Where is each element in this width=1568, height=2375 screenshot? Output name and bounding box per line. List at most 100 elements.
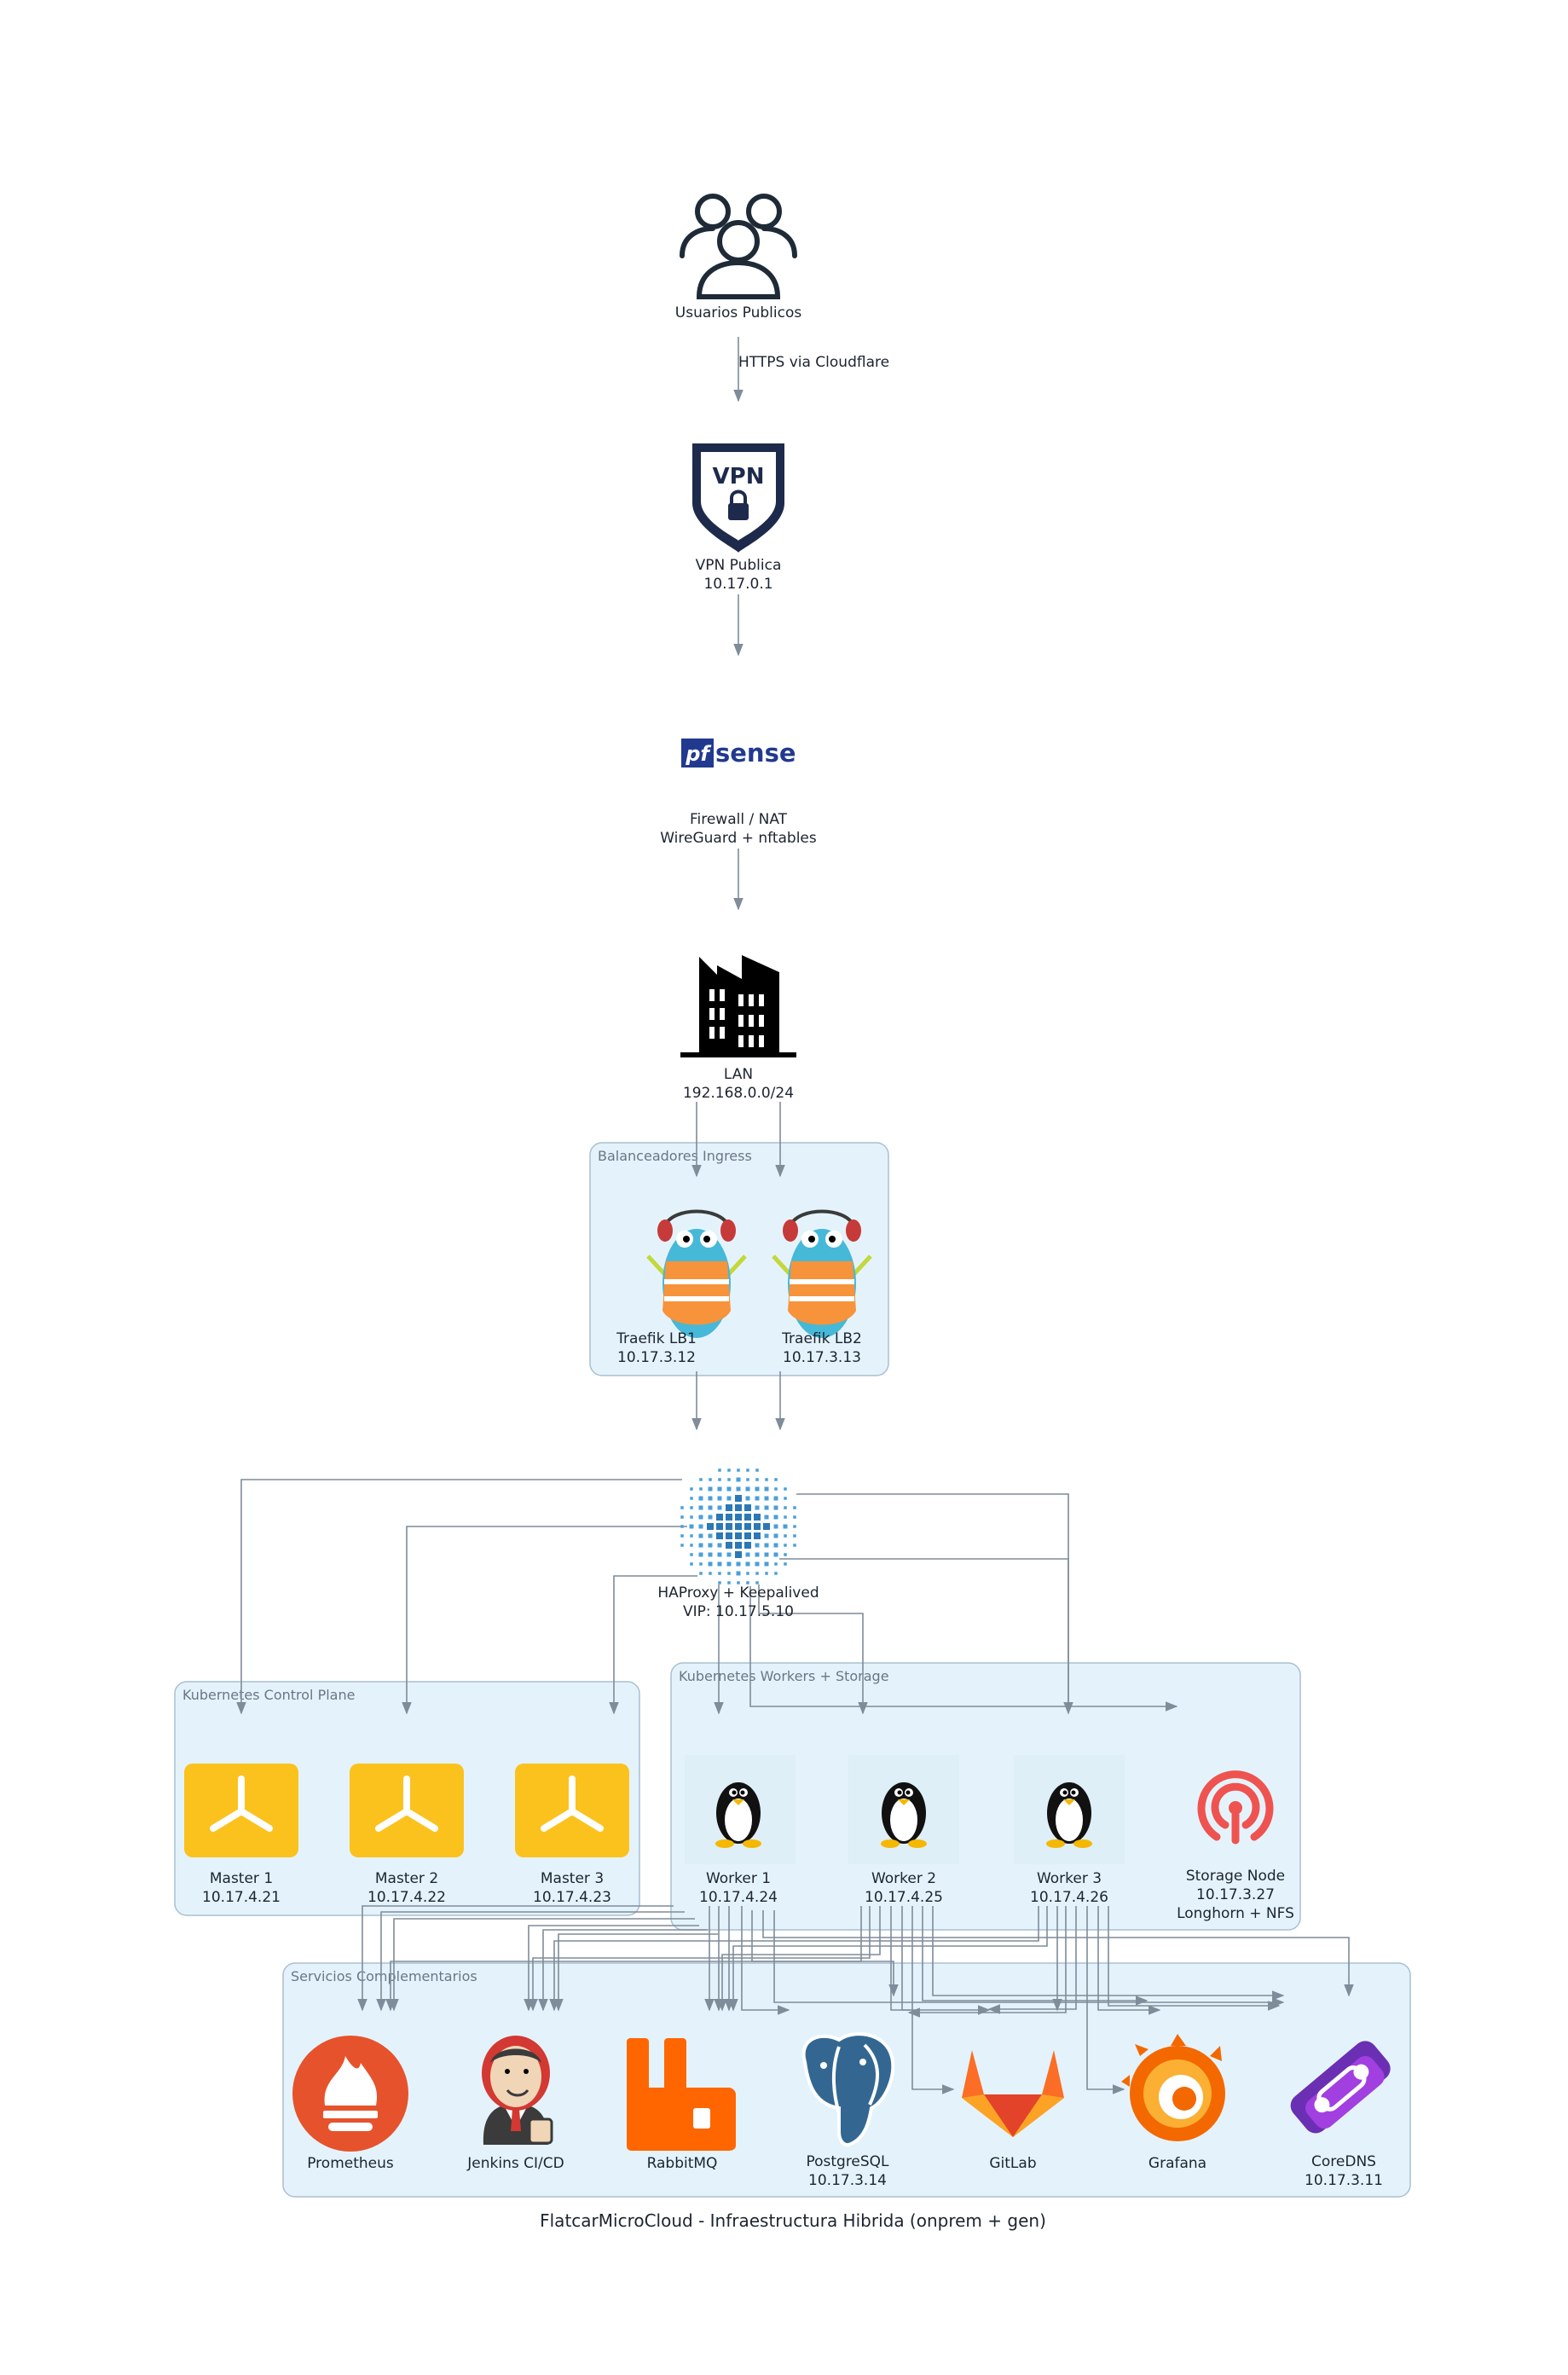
linux-tux-icon: [881, 1782, 927, 1848]
haproxy-dot: [755, 1561, 760, 1567]
node-worker-1[interactable]: Worker 1 10.17.4.24: [685, 1755, 796, 1906]
lan-cidr: 192.168.0.0/24: [683, 1085, 794, 1102]
haproxy-dot: [755, 1468, 759, 1472]
node-haproxy[interactable]: HAProxy + Keepalived VIP: 10.17.5.10: [657, 1468, 819, 1620]
haproxy-dot: [744, 1523, 751, 1530]
haproxy-dot: [764, 1505, 769, 1510]
node-rabbitmq[interactable]: RabbitMQ: [627, 2038, 736, 2172]
haproxy-dot: [784, 1497, 787, 1500]
haproxy-dot: [793, 1515, 796, 1519]
node-master-3[interactable]: Master 3 10.17.4.23: [515, 1764, 629, 1906]
haproxy-dot: [754, 1514, 761, 1521]
cluster-control-plane-title: Kubernetes Control Plane: [182, 1687, 355, 1703]
k3s-icon: [350, 1764, 464, 1857]
haproxy-dot: [755, 1552, 760, 1557]
node-master-1[interactable]: Master 1 10.17.4.21: [184, 1764, 298, 1906]
haproxy-dot: [784, 1515, 787, 1519]
node-master-2[interactable]: Master 2 10.17.4.22: [350, 1764, 464, 1906]
factory-icon: [680, 955, 796, 1057]
master3-ip: 10.17.4.23: [533, 1889, 611, 1906]
haproxy-dot: [773, 1496, 778, 1501]
haproxy-dot: [783, 1524, 788, 1529]
node-worker-3[interactable]: Worker 3 10.17.4.26: [1014, 1755, 1125, 1906]
haproxy-dot: [735, 1504, 742, 1511]
haproxy-dot: [773, 1543, 778, 1548]
haproxy-dot: [680, 1534, 684, 1538]
jenkins-icon: [482, 2036, 553, 2145]
haproxy-dot: [746, 1581, 749, 1584]
haproxy-dot: [726, 1532, 732, 1539]
lan-label: LAN: [724, 1066, 753, 1083]
haproxy-dot: [699, 1562, 703, 1566]
haproxy-dot: [716, 1514, 723, 1521]
haproxy-dot: [745, 1486, 750, 1492]
node-pfsense[interactable]: pf sense Firewall / NAT WireGuard + nfta…: [660, 739, 817, 847]
haproxy-dot: [764, 1552, 769, 1557]
haproxy-dot: [698, 1552, 703, 1557]
worker1-label: Worker 1: [706, 1870, 771, 1887]
node-jenkins[interactable]: Jenkins CI/CD: [466, 2036, 564, 2172]
haproxy-dot: [727, 1581, 731, 1584]
haproxy-dot: [717, 1552, 722, 1557]
haproxy-dot: [745, 1496, 750, 1501]
haproxy-dot: [755, 1496, 760, 1501]
node-users[interactable]: Usuarios Publicos: [675, 194, 802, 321]
worker2-ip: 10.17.4.25: [865, 1889, 943, 1906]
edge-haproxy-storage: [749, 1586, 1178, 1712]
postgres-ip: 10.17.3.14: [808, 2172, 887, 2189]
haproxy-dot: [727, 1572, 731, 1575]
pfsense-sub: WireGuard + nftables: [660, 830, 817, 847]
haproxy-dot: [784, 1562, 787, 1566]
haproxy-dot: [698, 1533, 703, 1538]
node-worker-2[interactable]: Worker 2 10.17.4.25: [848, 1755, 959, 1906]
gitlab-label: GitLab: [989, 2155, 1036, 2172]
haproxy-dot: [735, 1532, 742, 1539]
node-gitlab[interactable]: GitLab: [962, 2050, 1064, 2172]
haproxy-dot: [774, 1562, 778, 1566]
haproxy-dot: [717, 1496, 722, 1501]
node-coredns[interactable]: CoreDNS 10.17.3.11: [1286, 2036, 1397, 2189]
node-prometheus[interactable]: Prometheus: [292, 2036, 408, 2172]
haproxy-dot: [773, 1533, 778, 1538]
node-grafana[interactable]: Grafana: [1121, 2034, 1225, 2172]
haproxy-dot: [773, 1524, 778, 1529]
linux-tux-icon: [1046, 1782, 1092, 1848]
haproxy-dot: [793, 1534, 796, 1538]
node-postgresql[interactable]: PostgreSQL 10.17.3.14: [801, 2032, 895, 2189]
grafana-label: Grafana: [1149, 2155, 1206, 2172]
haproxy-dot: [735, 1523, 742, 1530]
storage-ip: 10.17.3.27: [1196, 1886, 1275, 1903]
haproxy-dot: [774, 1487, 778, 1491]
haproxy-dot: [793, 1544, 796, 1547]
haproxy-dot: [718, 1478, 721, 1481]
haproxy-dot: [716, 1532, 723, 1539]
haproxy-dot: [690, 1515, 693, 1519]
grafana-icon: [1121, 2034, 1225, 2141]
haproxy-dot: [735, 1551, 742, 1558]
node-traefik-lb2[interactable]: Traefik LB2 10.17.3.13: [772, 1209, 872, 1367]
ceph-icon: [1197, 1770, 1274, 1845]
vpn-shield-icon: VPN: [692, 443, 784, 553]
haproxy-dot: [726, 1552, 732, 1557]
haproxy-dot: [784, 1553, 787, 1556]
lb2-ip: 10.17.3.13: [783, 1349, 861, 1366]
haproxy-dot: [793, 1506, 796, 1509]
haproxy-dot: [708, 1496, 713, 1501]
haproxy-dot: [699, 1487, 703, 1491]
haproxy-dot: [689, 1524, 694, 1529]
node-traefik-lb1[interactable]: Traefik LB1 10.17.3.12: [616, 1209, 747, 1367]
haproxy-dot: [755, 1505, 760, 1510]
haproxy-dot: [727, 1468, 731, 1472]
node-lan[interactable]: LAN 192.168.0.0/24: [680, 955, 796, 1102]
haproxy-dot: [690, 1544, 693, 1547]
master3-label: Master 3: [541, 1870, 604, 1887]
node-vpn[interactable]: VPN VPN Publica 10.17.0.1: [692, 443, 784, 593]
haproxy-dot: [698, 1543, 703, 1548]
haproxy-dot: [784, 1534, 787, 1538]
haproxy-dot: [680, 1525, 684, 1528]
node-storage[interactable]: Storage Node 10.17.3.27 Longhorn + NFS: [1177, 1770, 1294, 1922]
haproxy-dot: [708, 1552, 713, 1557]
haproxy-dot: [764, 1515, 769, 1520]
haproxy-dot: [708, 1505, 713, 1510]
